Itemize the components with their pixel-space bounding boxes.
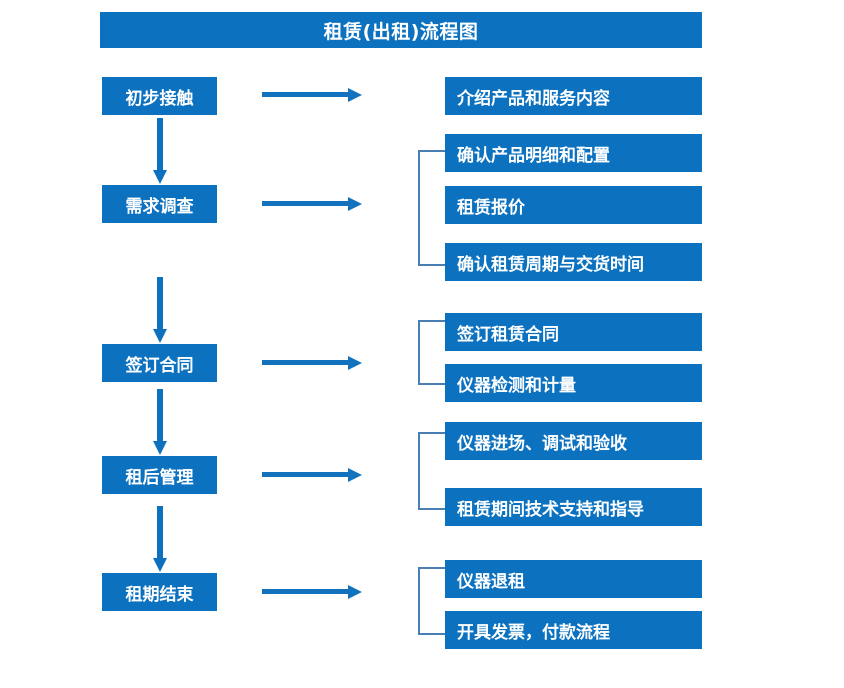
detail-box-8[interactable]: 租赁期间技术支持和指导: [445, 488, 702, 526]
horizontal-arrow-icon-4: [262, 468, 362, 482]
detail-box-5[interactable]: 签订租赁合同: [445, 313, 702, 351]
detail-label-2: 确认产品明细和配置: [457, 145, 610, 166]
stage-box-2[interactable]: 需求调查: [102, 185, 217, 223]
detail-label-9: 仪器退租: [457, 571, 525, 592]
detail-label-1: 介绍产品和服务内容: [457, 88, 610, 109]
group-bracket-icon-5: [417, 567, 445, 635]
detail-box-9[interactable]: 仪器退租: [445, 560, 702, 598]
detail-label-4: 确认租赁周期与交货时间: [457, 254, 644, 275]
detail-box-3[interactable]: 租赁报价: [445, 186, 702, 224]
detail-box-6[interactable]: 仪器检测和计量: [445, 364, 702, 402]
stage-box-1[interactable]: 初步接触: [102, 77, 217, 115]
detail-label-3: 租赁报价: [457, 197, 525, 218]
stage-box-3[interactable]: 签订合同: [102, 344, 217, 382]
group-bracket-icon-2: [417, 150, 445, 266]
vertical-arrow-icon-3: [153, 389, 167, 455]
page-title: 租赁(出租)流程图: [323, 20, 479, 43]
detail-box-1[interactable]: 介绍产品和服务内容: [445, 77, 702, 115]
detail-label-7: 仪器进场、调试和验收: [457, 433, 627, 454]
group-bracket-icon-4: [417, 432, 445, 510]
detail-box-10[interactable]: 开具发票，付款流程: [445, 611, 702, 649]
stage-label-4: 租后管理: [125, 467, 194, 488]
stage-label-5: 租期结束: [125, 584, 194, 605]
vertical-arrow-icon-4: [153, 506, 167, 572]
stage-label-2: 需求调查: [125, 196, 194, 217]
stage-label-3: 签订合同: [125, 355, 194, 376]
stage-box-5[interactable]: 租期结束: [102, 573, 217, 611]
vertical-arrow-icon-2: [153, 277, 167, 343]
detail-label-10: 开具发票，付款流程: [457, 622, 610, 643]
detail-label-6: 仪器检测和计量: [457, 375, 576, 396]
horizontal-arrow-icon-2: [262, 197, 362, 211]
chart-title-bar: 租赁(出租)流程图: [100, 12, 702, 48]
horizontal-arrow-icon-5: [262, 585, 362, 599]
stage-label-1: 初步接触: [125, 88, 194, 109]
vertical-arrow-icon-1: [153, 118, 167, 184]
stage-box-4[interactable]: 租后管理: [102, 456, 217, 494]
horizontal-arrow-icon-1: [262, 88, 362, 102]
horizontal-arrow-icon-3: [262, 356, 362, 370]
detail-box-7[interactable]: 仪器进场、调试和验收: [445, 422, 702, 460]
detail-label-5: 签订租赁合同: [457, 324, 559, 345]
detail-box-2[interactable]: 确认产品明细和配置: [445, 134, 702, 172]
group-bracket-icon-3: [417, 320, 445, 385]
detail-box-4[interactable]: 确认租赁周期与交货时间: [445, 243, 702, 281]
detail-label-8: 租赁期间技术支持和指导: [457, 499, 644, 520]
